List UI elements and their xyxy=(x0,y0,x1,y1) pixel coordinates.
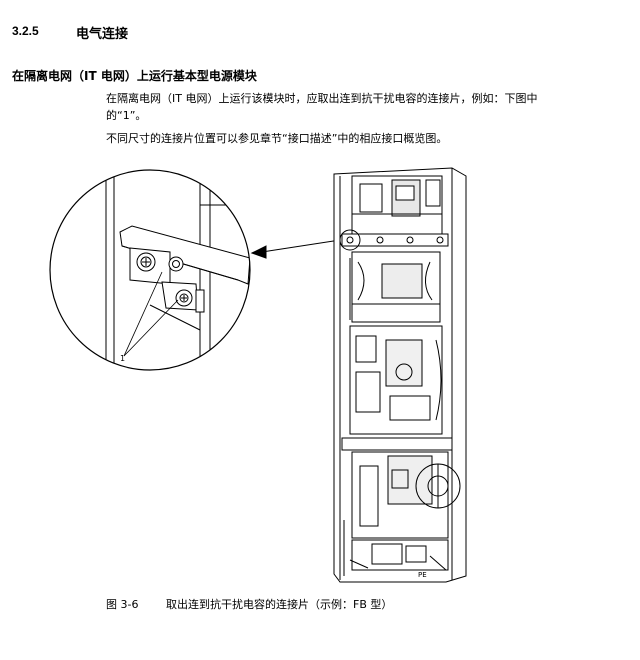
zoom-circle xyxy=(49,169,251,371)
figure-number: 图 3-6 xyxy=(106,598,139,611)
section-title: 电气连接 xyxy=(76,27,129,42)
detail-zoom-view xyxy=(50,170,250,370)
power-module-cabinet xyxy=(333,167,467,583)
callout-leaders xyxy=(123,271,179,357)
paragraph-1: 在隔离电网（IT 电网）上运行该模块时，应取出连到抗干扰电容的连接片，例如：下图… xyxy=(106,92,538,122)
subsection-title: 在隔离电网（IT 电网）上运行基本型电源模块 xyxy=(12,69,257,83)
paragraph-2: 不同尺寸的连接片位置可以参见章节“接口描述”中的相应接口概览图。 xyxy=(106,132,448,145)
figure-caption: 取出连到抗干扰电容的连接片（示例：FB 型） xyxy=(166,598,393,611)
highlight-circle xyxy=(339,229,361,251)
pointer-arrow xyxy=(250,239,341,259)
callout-label: 1 xyxy=(120,354,125,363)
section-number: 3.2.5 xyxy=(12,24,39,38)
pe-label: PE xyxy=(418,571,427,579)
